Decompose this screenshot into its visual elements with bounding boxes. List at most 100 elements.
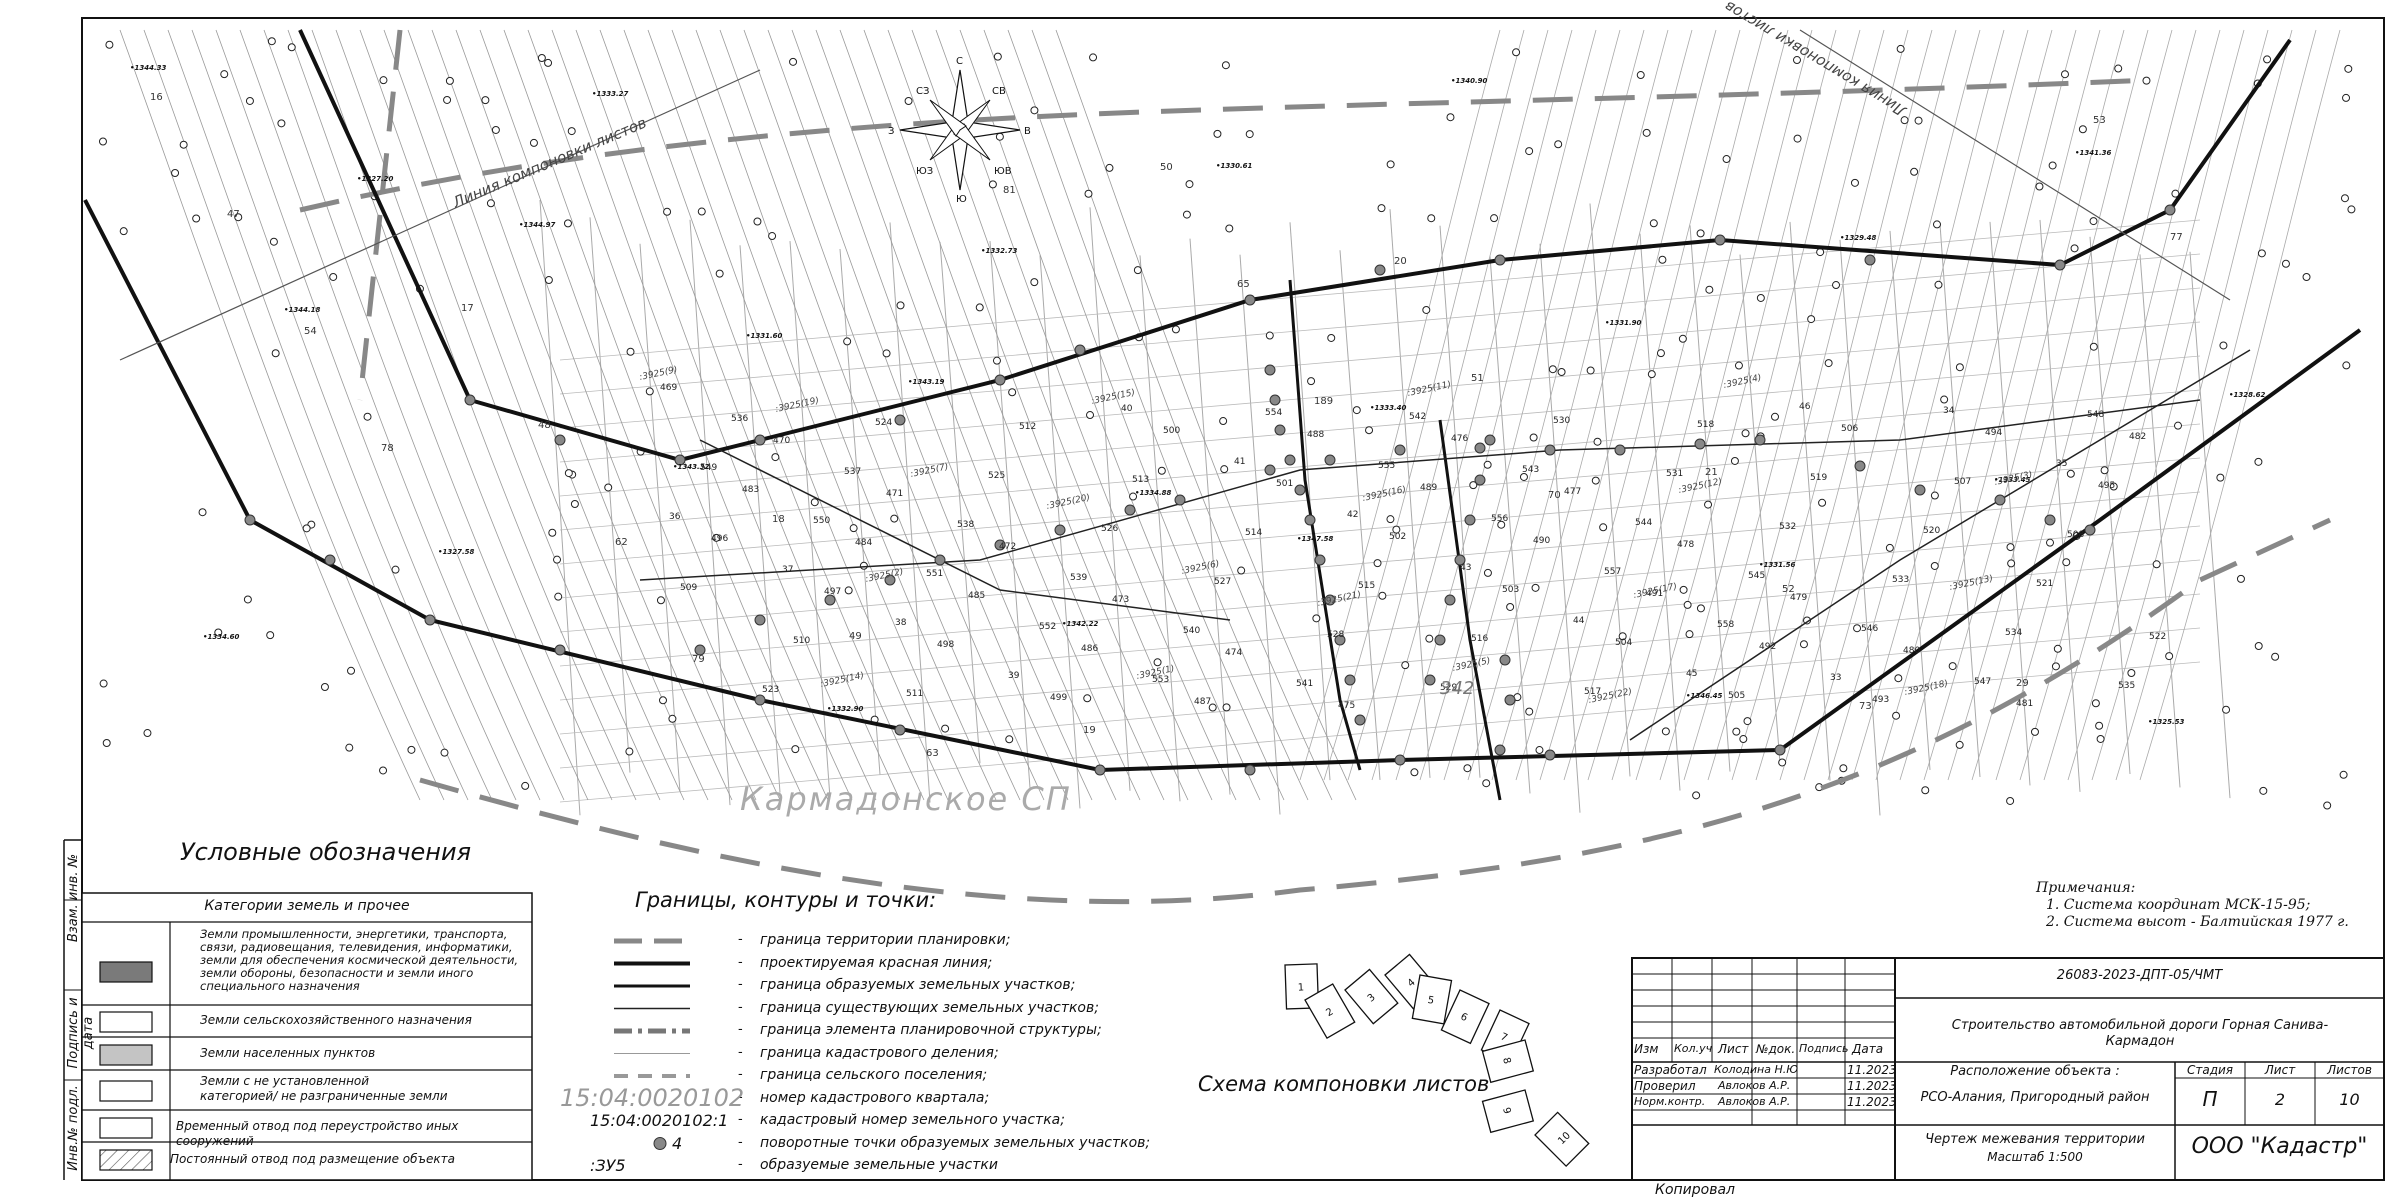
svg-text:70: 70	[1548, 490, 1561, 501]
svg-text:526: 526	[1101, 524, 1118, 534]
svg-text:553: 553	[1152, 675, 1169, 685]
svg-text:•1334.88: •1334.88	[1135, 489, 1171, 497]
stamp-date-3: 11.2023	[1847, 1095, 1897, 1109]
svg-text:491: 491	[1646, 589, 1663, 599]
svg-text:538: 538	[957, 520, 974, 530]
svg-text:504: 504	[1615, 638, 1632, 648]
borders-item-text: номер кадастрового квартала;	[760, 1089, 990, 1106]
svg-text:Ю: Ю	[956, 194, 967, 205]
borders-dash: -	[738, 1044, 743, 1060]
svg-text:29: 29	[2016, 678, 2029, 689]
svg-text:508: 508	[2067, 530, 2084, 540]
notes-title: Примечания:	[2036, 880, 2136, 896]
legend-row-permanent: Постоянный отвод под размещение объекта	[170, 1152, 455, 1166]
svg-text:•1340.90: •1340.90	[1451, 77, 1487, 85]
svg-text:•1327.58: •1327.58	[438, 548, 474, 556]
svg-text:ЮЗ: ЮЗ	[916, 166, 933, 177]
borders-title: Границы, контуры и точки:	[635, 888, 937, 912]
svg-text:528: 528	[1327, 630, 1344, 640]
svg-text:501: 501	[1276, 479, 1293, 489]
svg-text:477: 477	[1564, 487, 1581, 497]
svg-text:540: 540	[1183, 626, 1200, 636]
borders-dash: -	[738, 1089, 743, 1105]
svg-text:189: 189	[1314, 396, 1333, 407]
svg-text:469: 469	[660, 383, 677, 393]
title-block-grid	[1631, 957, 2385, 1181]
borders-dash: -	[738, 1157, 743, 1172]
svg-text:520: 520	[1923, 526, 1940, 536]
borders-dash: -	[738, 999, 743, 1015]
svg-text:42: 42	[1347, 510, 1358, 520]
legend-row-uncategorized: Земли с не установленной категорией/ не …	[200, 1074, 448, 1103]
stamp-name-2: Авлоков А.Р.	[1718, 1079, 1791, 1092]
legend-table-header: Категории земель и прочее	[204, 898, 410, 914]
borders-dash: -	[738, 1112, 743, 1127]
svg-text:20: 20	[1394, 256, 1407, 267]
svg-text:•1344.18: •1344.18	[284, 306, 320, 314]
stamp-sheet-label: Лист	[2264, 1063, 2296, 1077]
stamp-col-date: Дата	[1852, 1042, 1884, 1056]
svg-text:В: В	[1024, 126, 1031, 137]
stamp-col-koluch: Кол.уч	[1674, 1042, 1713, 1055]
svg-text:53: 53	[2093, 115, 2106, 126]
svg-text:513: 513	[1132, 475, 1149, 485]
svg-text:18: 18	[772, 514, 785, 525]
svg-text:536: 536	[731, 414, 748, 424]
svg-text:532: 532	[1779, 522, 1796, 532]
svg-text:48: 48	[538, 420, 551, 431]
svg-text::3925(3): :3925(3)	[1994, 470, 2034, 488]
svg-text:474: 474	[1225, 648, 1242, 658]
side-label-signature-date: Подпись и дата	[66, 997, 96, 1069]
svg-text:531: 531	[1666, 469, 1683, 479]
borders-dash: -	[738, 932, 743, 947]
svg-text:35: 35	[2056, 459, 2067, 469]
planning-boundary-left	[357, 29, 403, 401]
svg-text:542: 542	[1409, 412, 1426, 422]
svg-text:472: 472	[999, 542, 1016, 552]
borders-dash: -	[738, 1067, 743, 1082]
svg-text:•1325.53: •1325.53	[2148, 718, 2184, 726]
stamp-role-1: Разработал	[1634, 1063, 1707, 1077]
svg-text:17: 17	[461, 303, 474, 314]
red-line-stem	[1288, 279, 1362, 771]
svg-text:552: 552	[1039, 622, 1056, 632]
svg-text:46: 46	[1799, 402, 1811, 412]
svg-text:502: 502	[1389, 532, 1406, 542]
svg-text:43: 43	[1460, 563, 1471, 573]
svg-text::3925(13): :3925(13)	[1949, 574, 1995, 593]
svg-text:51: 51	[1471, 373, 1484, 384]
svg-text:•1343.19: •1343.19	[908, 378, 944, 386]
borders-item-text: граница существующих земельных участков;	[760, 999, 1099, 1016]
svg-text:534: 534	[2005, 628, 2022, 638]
borders-item-text: граница образуемых земельных участков;	[760, 977, 1076, 993]
svg-text:78: 78	[381, 443, 394, 454]
svg-text:478: 478	[1677, 540, 1694, 550]
svg-text:•1341.36: •1341.36	[2075, 149, 2111, 157]
svg-text:554: 554	[1265, 408, 1282, 418]
svg-text:•1346.45: •1346.45	[1686, 692, 1722, 700]
drawing-frame	[81, 17, 2385, 1181]
legend-title: Условные обозначения	[180, 838, 472, 866]
map-labels: •1344.33•1344.97•1343.19•1347.58•1346.45…	[130, 64, 2265, 759]
svg-text:545: 545	[1748, 571, 1765, 581]
svg-text:•1331.56: •1331.56	[1759, 561, 1795, 569]
svg-text:54: 54	[304, 326, 317, 337]
svg-text:489: 489	[1420, 483, 1437, 493]
svg-text:483: 483	[742, 485, 759, 495]
stamp-date-1: 11.2023	[1847, 1063, 1897, 1077]
legend-row-temporary: Временный отвод под переустройство иных …	[176, 1119, 459, 1148]
svg-text:525: 525	[988, 471, 1005, 481]
svg-text::3925(19): :3925(19)	[775, 396, 821, 415]
svg-text:С: С	[956, 56, 963, 67]
svg-text:73: 73	[1859, 701, 1872, 712]
stamp-name-3: Авлоков А.Р.	[1718, 1095, 1791, 1108]
legend-row-settlements: Земли населенных пунктов	[200, 1046, 376, 1060]
stamp-copied: Копировал	[1655, 1182, 1735, 1198]
svg-text:515: 515	[1358, 581, 1375, 591]
stamp-stage-label: Стадия	[2186, 1063, 2234, 1077]
svg-text:38: 38	[895, 618, 907, 628]
svg-text:•1344.97: •1344.97	[519, 221, 555, 229]
borders-dash: -	[738, 977, 743, 992]
svg-text:52: 52	[1782, 584, 1795, 595]
svg-text:33: 33	[1830, 673, 1841, 683]
